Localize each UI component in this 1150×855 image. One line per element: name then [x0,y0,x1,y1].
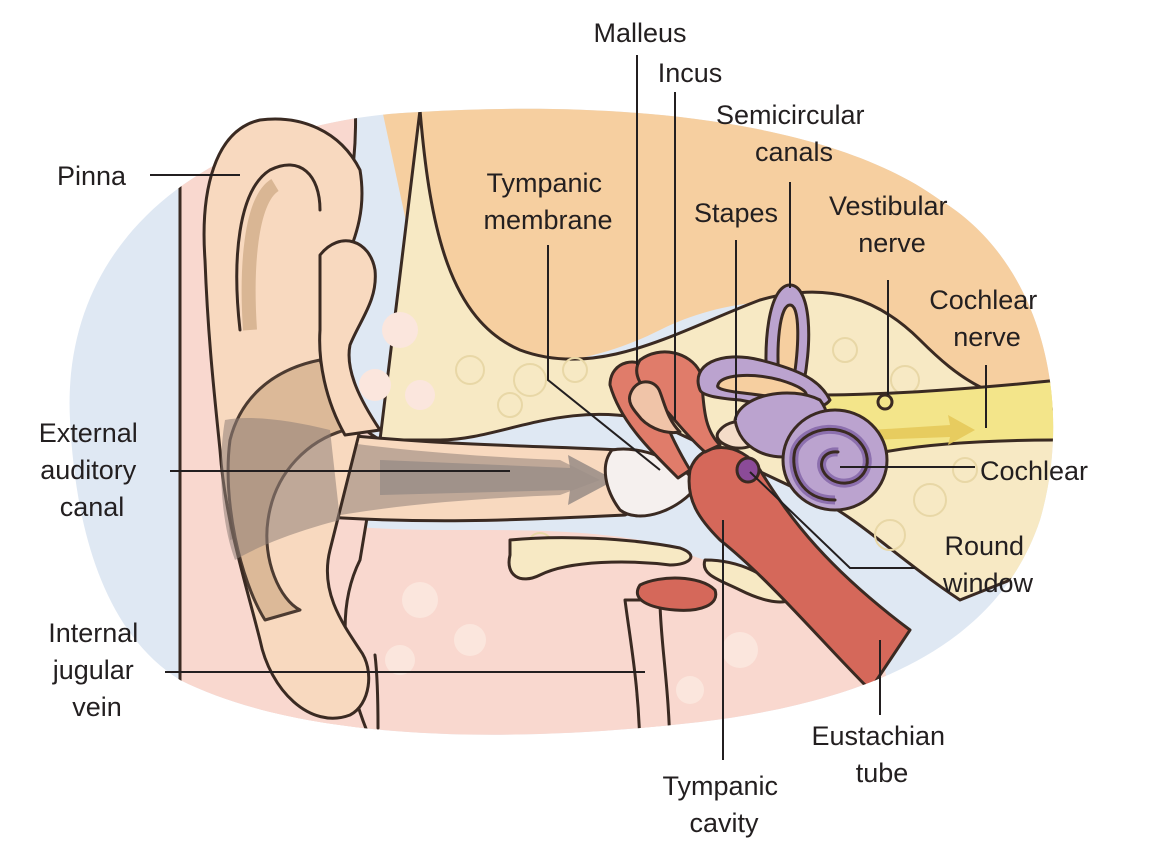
label-external-auditory-canal: External auditory canal [39,418,146,522]
label-cochlear-nerve: Cochlear nerve [929,285,1045,352]
leader-lines [150,55,987,760]
label-round-window: Round window [942,531,1034,598]
lower-bone-plate-2 [702,558,792,604]
incus-highlight [628,380,682,435]
label-incus: Incus [658,58,723,88]
label-tympanic-cavity: Tympanic cavity [662,771,785,838]
label-eustachian-tube: Eustachian tube [811,721,952,788]
label-tympanic-membrane: Tympanic membrane [483,168,612,235]
label-stapes: Stapes [694,198,778,228]
lower-bone-plate [507,536,693,581]
nerve-arrow [870,415,975,445]
vestibular-ganglion [876,393,894,411]
label-semicircular-canals: Semicircular canals [716,100,872,167]
jugular-bulb [636,576,718,612]
label-vestibular-nerve: Vestibular nerve [829,191,955,258]
label-internal-jugular-vein: Internal jugular vein [48,618,146,722]
label-malleus: Malleus [593,18,686,48]
label-cochlear: Cochlear [980,456,1088,486]
cochlea-shape [781,408,889,512]
tissue-dots [359,312,758,704]
internal-jugular-vein-shape [623,598,672,735]
pinna-shape [202,117,382,730]
label-pinna: Pinna [57,161,127,191]
sound-arrow [380,455,615,505]
